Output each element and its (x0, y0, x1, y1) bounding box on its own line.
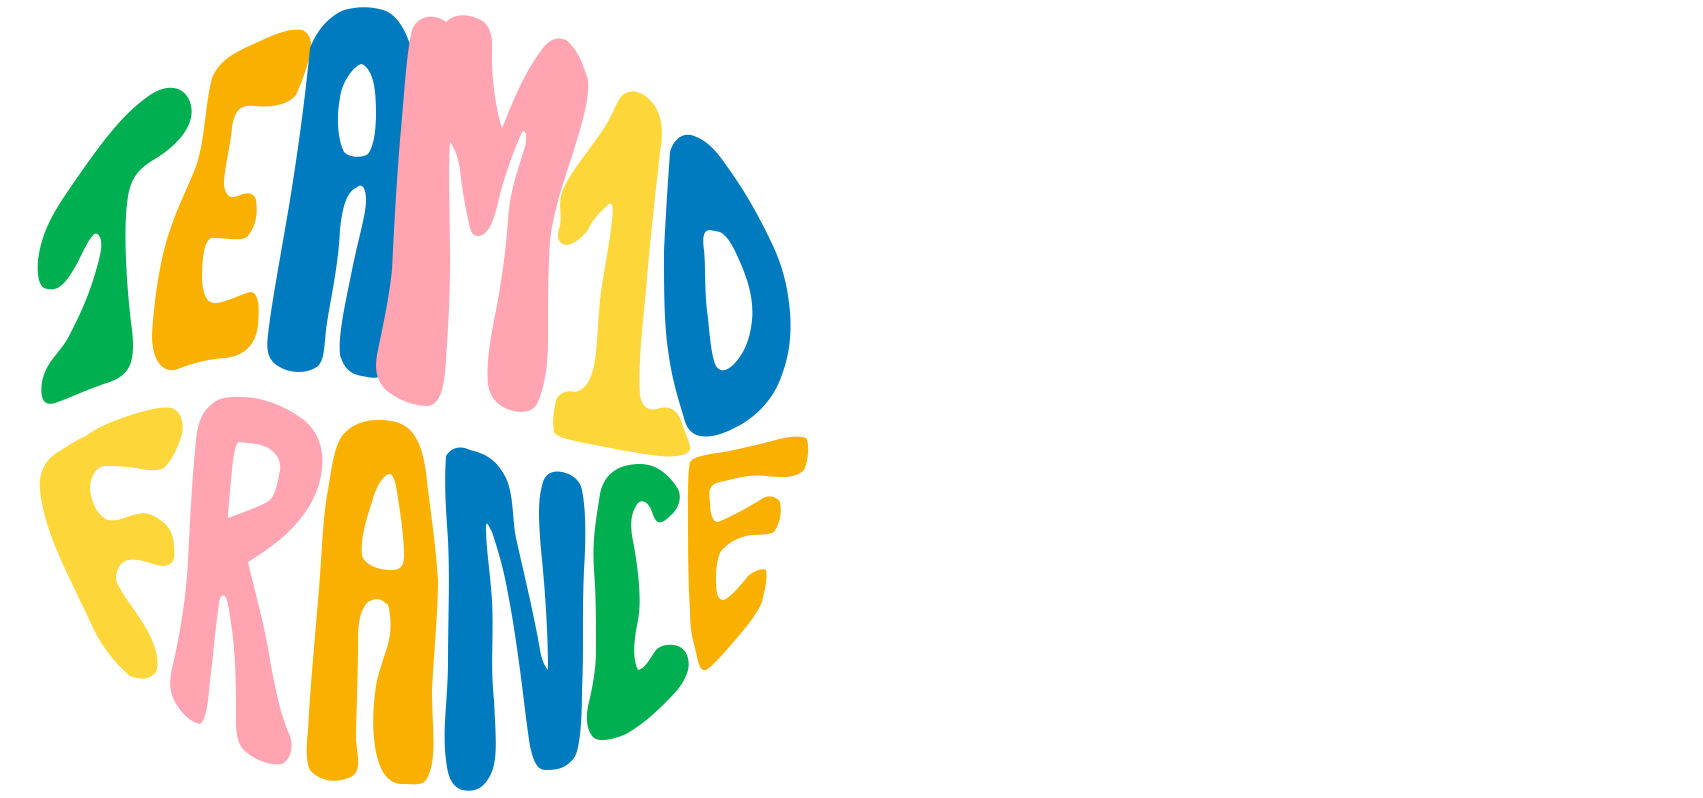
letter-a-bottom (306, 420, 438, 785)
letter-m (376, 15, 589, 412)
team1d-france-logo: TEAM 1D FRANCE (0, 0, 820, 798)
letter-n (444, 447, 586, 791)
letter-1 (553, 91, 691, 457)
letter-r (170, 396, 323, 765)
letter-f (39, 407, 183, 679)
letter-e-bottom (688, 436, 809, 671)
letter-d (664, 134, 791, 437)
letter-c (586, 464, 689, 741)
letter-t (37, 87, 192, 404)
logo-graphic (37, 7, 809, 791)
empty-background-area (820, 0, 1703, 798)
letter-e-top (152, 29, 312, 371)
letter-a-top (267, 7, 416, 378)
